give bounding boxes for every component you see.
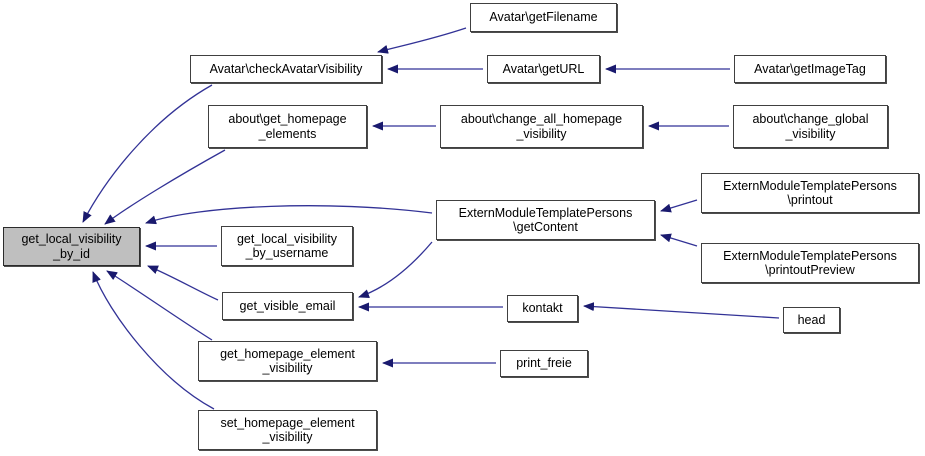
graph-node-get-homepage-element-visibility[interactable]: get_homepage_element _visibility xyxy=(198,341,377,381)
graph-node-head[interactable]: head xyxy=(783,307,840,333)
graph-node-print-freie[interactable]: print_freie xyxy=(500,350,588,377)
graph-node-emtp-printoutPreview[interactable]: ExternModuleTemplatePersons \printoutPre… xyxy=(701,243,919,283)
graph-edge-get-homepage-element-visibility-to-get-local-visibility-by-id xyxy=(106,270,213,341)
graph-node-about-change-global-visibility[interactable]: about\change_global _visibility xyxy=(733,105,888,148)
graph-edge-emtp-getContent-to-get-visible-email xyxy=(358,241,433,298)
graph-node-about-change-all-homepage-visibility[interactable]: about\change_all_homepage _visibility xyxy=(440,105,643,148)
graph-edge-emtp-printoutPreview-to-emtp-getContent xyxy=(660,233,698,247)
graph-node-about-get-homepage-elements[interactable]: about\get_homepage _elements xyxy=(208,105,367,148)
graph-node-get-local-visibility-by-id[interactable]: get_local_visibility _by_id xyxy=(3,227,140,266)
graph-edge-get-visible-email-to-get-local-visibility-by-id xyxy=(147,265,219,301)
graph-node-avatar-getImageTag[interactable]: Avatar\getImageTag xyxy=(734,55,886,83)
graph-edge-emtp-printout-to-emtp-getContent xyxy=(660,199,698,213)
graph-node-kontakt[interactable]: kontakt xyxy=(507,295,578,322)
graph-node-get-visible-email[interactable]: get_visible_email xyxy=(222,292,353,320)
graph-edge-set-homepage-element-visibility-to-get-local-visibility-by-id xyxy=(92,271,215,410)
graph-node-avatar-getURL[interactable]: Avatar\getURL xyxy=(487,55,600,83)
graph-node-get-local-visibility-by-username[interactable]: get_local_visibility _by_username xyxy=(221,226,353,266)
graph-edge-avatar-getFilename-to-avatar-checkAvatarVisibility xyxy=(377,27,467,54)
graph-node-avatar-getFilename[interactable]: Avatar\getFilename xyxy=(470,3,617,32)
graph-node-set-homepage-element-visibility[interactable]: set_homepage_element _visibility xyxy=(198,410,377,450)
graph-edge-avatar-checkAvatarVisibility-to-get-local-visibility-by-id xyxy=(82,84,213,223)
graph-edge-head-to-kontakt xyxy=(583,302,780,319)
graph-node-emtp-getContent[interactable]: ExternModuleTemplatePersons \getContent xyxy=(436,200,655,240)
graph-node-avatar-checkAvatarVisibility[interactable]: Avatar\checkAvatarVisibility xyxy=(190,55,382,83)
graph-node-emtp-printout[interactable]: ExternModuleTemplatePersons \printout xyxy=(701,173,919,213)
graph-edge-emtp-getContent-to-get-local-visibility-by-id xyxy=(145,205,433,225)
graph-edge-about-get-homepage-elements-to-get-local-visibility-by-id xyxy=(104,149,226,225)
